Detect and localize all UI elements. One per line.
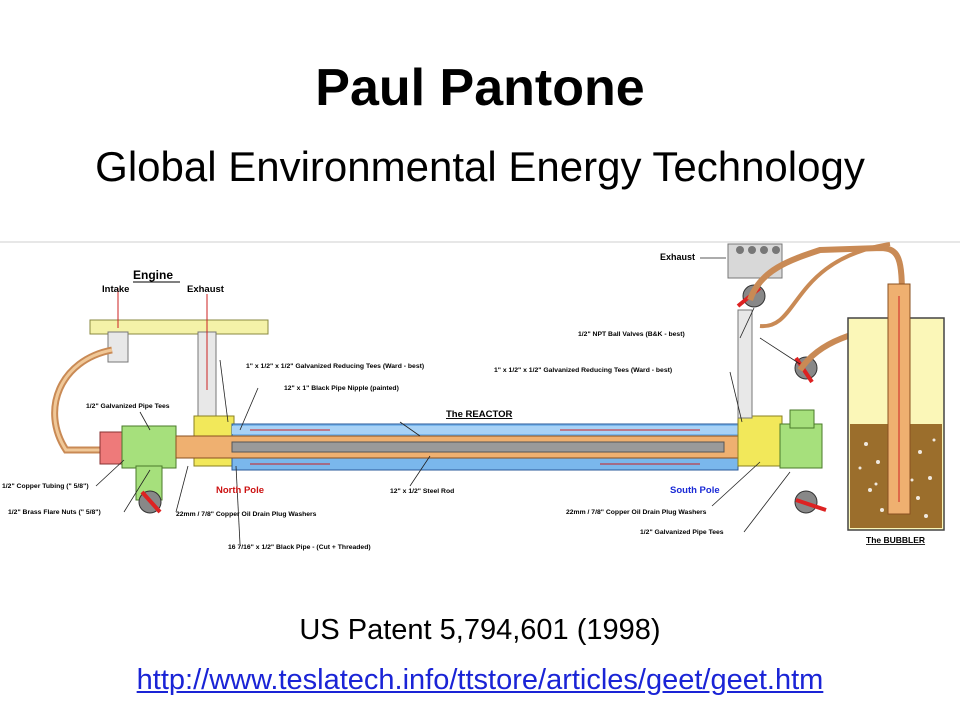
reference-url: http://www.teslatech.info/ttstore/articl… bbox=[0, 664, 960, 697]
galvanized-tee-right-top bbox=[789, 409, 815, 429]
engine-manifold bbox=[89, 288, 269, 423]
galv-tees-left-label: 1/2" Galvanized Pipe Tees bbox=[86, 403, 170, 410]
copper-tube-exhaust bbox=[759, 242, 891, 329]
ball-valve-bottom-left bbox=[138, 490, 162, 514]
intake-port bbox=[107, 331, 129, 363]
steel-rod-label: 12" x 1/2" Steel Rod bbox=[390, 488, 454, 495]
brass-nuts-label: 1/2" Brass Flare Nuts (" 5/8") bbox=[8, 509, 101, 516]
diagram-background-left bbox=[0, 240, 444, 552]
copper-tube-right-top bbox=[747, 244, 905, 302]
leader-lines bbox=[95, 257, 801, 545]
intake-label: Intake bbox=[102, 284, 129, 295]
exhaust-riser-right bbox=[737, 309, 753, 419]
reducing-tees-right-label: 1" x 1/2" x 1/2" Galvanized Reducing Tee… bbox=[494, 367, 672, 374]
reactor-outer-highlight bbox=[232, 426, 738, 434]
flow-arrows bbox=[250, 429, 700, 465]
bubbler bbox=[847, 283, 945, 531]
black-pipe-label: 16 7/16" x 1/2" Black Pipe - (Cut + Thre… bbox=[228, 544, 371, 551]
copper-tube-left-inner bbox=[53, 348, 113, 452]
washers-right-label: 22mm / 7/8" Copper Oil Drain Plug Washer… bbox=[566, 509, 707, 516]
brass-flare-nut-left bbox=[99, 431, 123, 465]
exhaust-label-left: Exhaust bbox=[187, 284, 225, 295]
reducing-tee-right bbox=[737, 415, 783, 467]
reducing-tees-left-label: 1" x 1/2" x 1/2" Galvanized Reducing Tee… bbox=[246, 363, 424, 370]
washers-left-label: 22mm / 7/8" Copper Oil Drain Plug Washer… bbox=[176, 511, 317, 518]
copper-tubing-label: 1/2" Copper Tubing (" 5/8") bbox=[2, 483, 89, 490]
ball-valves-label: 1/2" NPT Ball Valves (B&K - best) bbox=[578, 331, 685, 338]
galv-tees-right-label: 1/2" Galvanized Pipe Tees bbox=[640, 529, 724, 536]
engine-label: Engine bbox=[133, 268, 173, 282]
geet-diagram: Engine Intake Exhaust 1/2" Galvanized Pi… bbox=[0, 240, 960, 552]
black-nipple-label: 12" x 1" Black Pipe Nipple (painted) bbox=[284, 385, 399, 392]
steel-rod bbox=[231, 441, 725, 453]
ball-valve-mid bbox=[794, 356, 818, 384]
bubbler-label: The BUBBLER bbox=[866, 535, 925, 545]
ball-valve-bottom-right bbox=[794, 490, 827, 514]
exhaust-label-right: Exhaust bbox=[660, 252, 695, 262]
north-pole-label: North Pole bbox=[216, 485, 264, 496]
reference-link[interactable]: http://www.teslatech.info/ttstore/articl… bbox=[136, 664, 824, 696]
manifold-bar bbox=[89, 319, 269, 335]
reactor-label: The REACTOR bbox=[446, 409, 512, 420]
galvanized-tee-right bbox=[779, 423, 823, 469]
exhaust-ports-right bbox=[736, 246, 780, 254]
page-title: Paul Pantone bbox=[315, 59, 645, 117]
page-subtitle: Global Environmental Energy Technology bbox=[95, 143, 865, 190]
south-pole-label: South Pole bbox=[670, 485, 720, 496]
galvanized-tee-left bbox=[121, 425, 177, 469]
patent-number: US Patent 5,794,601 (1998) bbox=[299, 614, 661, 646]
